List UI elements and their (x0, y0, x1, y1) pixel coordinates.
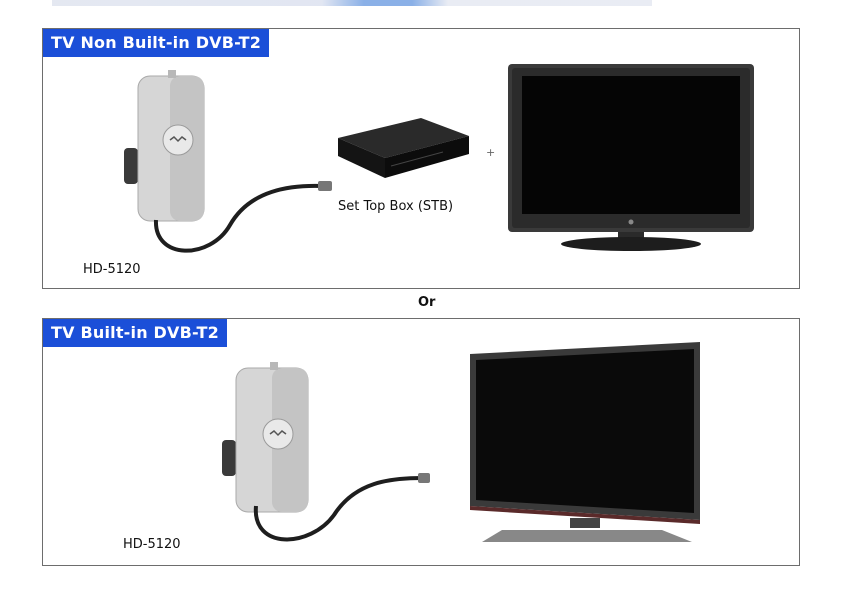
antenna-cable (153, 181, 332, 253)
tv-monitor (508, 64, 754, 251)
antenna-model-label: HD-5120 (123, 537, 181, 552)
panel-title-non-builtin: TV Non Built-in DVB-T2 (43, 29, 270, 57)
top-title-strip (52, 0, 652, 6)
antenna-illustration (222, 362, 309, 513)
antenna-model-label: HD-5120 (83, 262, 141, 277)
panel-title-builtin: TV Built-in DVB-T2 (43, 319, 227, 347)
flat-tv (470, 342, 700, 542)
stb-label: Set Top Box (STB) (338, 199, 454, 214)
separator-or: Or (418, 295, 436, 310)
antenna-illustration (124, 70, 205, 222)
plus-sign: + (486, 146, 496, 159)
set-top-box (338, 118, 469, 178)
antenna-cable (253, 473, 430, 542)
